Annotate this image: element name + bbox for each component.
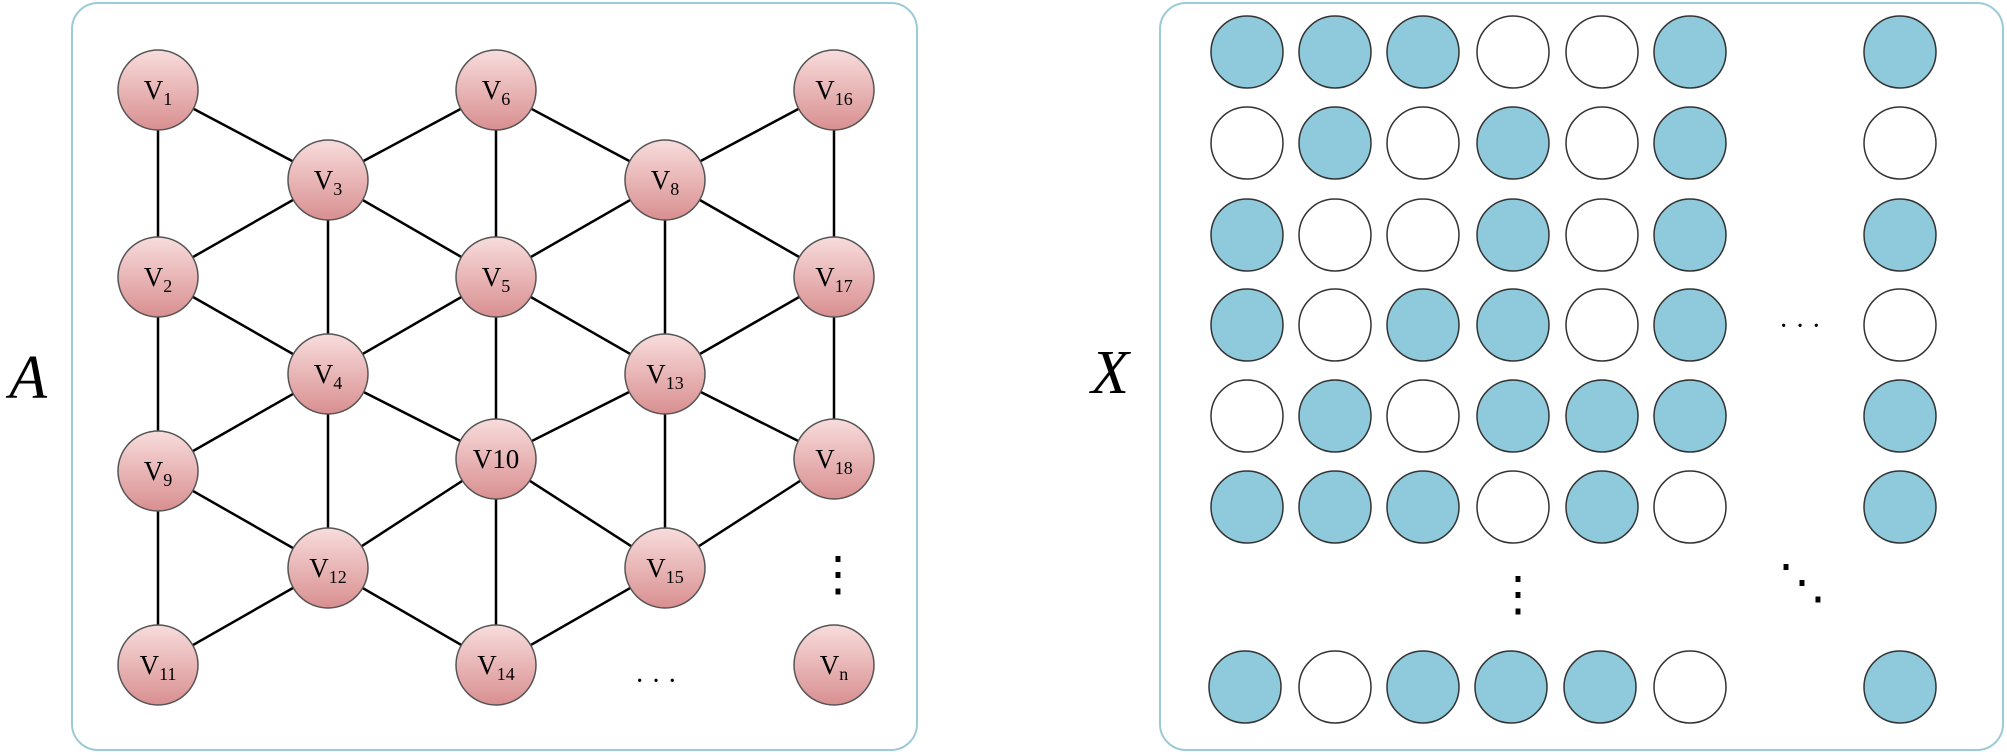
node-v12: V12	[287, 527, 369, 609]
matrix-horizontal-ellipsis: · · ·	[1779, 311, 1821, 342]
node-vn: Vn	[793, 624, 875, 706]
matrix-cell-r1-c1	[1210, 15, 1284, 89]
node-label: V1	[144, 75, 173, 109]
node-label: V14	[477, 650, 515, 684]
matrix-cell-r5-c6	[1653, 379, 1727, 453]
matrix-cell-r1-c2	[1298, 15, 1372, 89]
graph-horizontal-ellipsis: · · ·	[635, 666, 677, 697]
matrix-cell-r6-c3	[1386, 470, 1460, 544]
matrix-cell-r3-c4	[1476, 198, 1550, 272]
matrix-cell-r3-c5	[1565, 198, 1639, 272]
node-v10: V10	[455, 418, 537, 500]
matrix-cell-r3-c3	[1386, 198, 1460, 272]
node-v8: V8	[624, 139, 706, 221]
matrix-cell-r5-c7	[1863, 379, 1937, 453]
matrix-cell-r4-c6	[1653, 288, 1727, 362]
matrix-cell-r1-c4	[1476, 15, 1550, 89]
node-label: V11	[140, 650, 177, 684]
node-v13: V13	[624, 333, 706, 415]
matrix-cell-r2-c5	[1565, 106, 1639, 180]
matrix-panel	[1159, 2, 2004, 751]
node-v17: V17	[793, 236, 875, 318]
matrix-cell-r2-c4	[1476, 106, 1550, 180]
node-label: V3	[314, 165, 343, 199]
matrix-cell-r2-c3	[1386, 106, 1460, 180]
node-label: V16	[815, 75, 853, 109]
matrix-diagonal-ellipsis: ⋱	[1778, 556, 1826, 609]
matrix-cells	[1208, 15, 1937, 724]
node-label: V15	[646, 553, 684, 587]
matrix-cell-r5-c3	[1386, 379, 1460, 453]
node-v1: V1	[117, 49, 199, 131]
node-label: V8	[651, 165, 680, 199]
matrix-cell-last-c7	[1863, 650, 1937, 724]
graph-edges	[156, 88, 836, 667]
matrix-cell-r5-c2	[1298, 379, 1372, 453]
matrix-cell-r2-c6	[1653, 106, 1727, 180]
graph-letter: A	[5, 344, 48, 412]
matrix-cell-last-c3	[1386, 650, 1460, 724]
matrix-cell-r5-c4	[1476, 379, 1550, 453]
matrix-cell-r4-c4	[1476, 288, 1550, 362]
matrix-cell-r2-c1	[1210, 106, 1284, 180]
node-label: V17	[815, 262, 853, 296]
matrix-cell-r6-c6	[1653, 470, 1727, 544]
matrix-cell-r2-c2	[1298, 106, 1372, 180]
matrix-cell-r6-c7	[1863, 470, 1937, 544]
matrix-cell-r5-c1	[1210, 379, 1284, 453]
matrix-cell-r4-c7	[1863, 288, 1937, 362]
node-label: V18	[815, 444, 853, 478]
matrix-cell-r3-c6	[1653, 198, 1727, 272]
node-v3: V3	[287, 139, 369, 221]
node-label: V6	[482, 75, 511, 109]
matrix-cell-last-c2	[1298, 650, 1372, 724]
matrix-cell-r6-c2	[1298, 470, 1372, 544]
matrix-cell-r6-c4	[1476, 470, 1550, 544]
node-label: V9	[144, 456, 173, 490]
node-v14: V14	[455, 624, 537, 706]
matrix-cell-r2-c7	[1863, 106, 1937, 180]
node-v9: V9	[117, 430, 199, 512]
matrix-cell-r5-c5	[1565, 379, 1639, 453]
matrix-cell-last-c4	[1474, 650, 1548, 724]
matrix-cell-r4-c5	[1565, 288, 1639, 362]
matrix-cell-r1-c5	[1565, 15, 1639, 89]
matrix-cell-r1-c3	[1386, 15, 1460, 89]
matrix-cell-r6-c1	[1210, 470, 1284, 544]
node-label: Vn	[820, 650, 849, 684]
graph-vertical-ellipsis: ⋮	[814, 548, 862, 601]
node-label: V10	[473, 444, 520, 474]
node-v4: V4	[287, 333, 369, 415]
matrix-cell-r3-c1	[1210, 198, 1284, 272]
matrix-cell-last-c6	[1653, 650, 1727, 724]
node-label: V2	[144, 262, 173, 296]
node-label: V12	[309, 553, 347, 587]
node-v15: V15	[624, 527, 706, 609]
matrix-cell-r6-c5	[1565, 470, 1639, 544]
node-label: V13	[646, 359, 684, 393]
matrix-cell-r1-c7	[1863, 15, 1937, 89]
node-v18: V18	[793, 418, 875, 500]
node-v11: V11	[117, 624, 199, 706]
matrix-cell-r1-c6	[1653, 15, 1727, 89]
graph-panel	[71, 2, 918, 751]
matrix-cell-r3-c7	[1863, 198, 1937, 272]
node-v6: V6	[455, 49, 537, 131]
matrix-cell-last-c1	[1208, 650, 1282, 724]
matrix-cell-r3-c2	[1298, 198, 1372, 272]
node-label: V4	[314, 359, 343, 393]
matrix-letter: X	[1088, 339, 1131, 407]
matrix-vertical-ellipsis: ⋮	[1494, 568, 1542, 621]
matrix-cell-r4-c1	[1210, 288, 1284, 362]
matrix-cell-r4-c3	[1386, 288, 1460, 362]
node-v16: V16	[793, 49, 875, 131]
matrix-cell-r4-c2	[1298, 288, 1372, 362]
node-v2: V2	[117, 236, 199, 318]
matrix-cell-last-c5	[1563, 650, 1637, 724]
node-v5: V5	[455, 236, 537, 318]
node-label: V5	[482, 262, 511, 296]
